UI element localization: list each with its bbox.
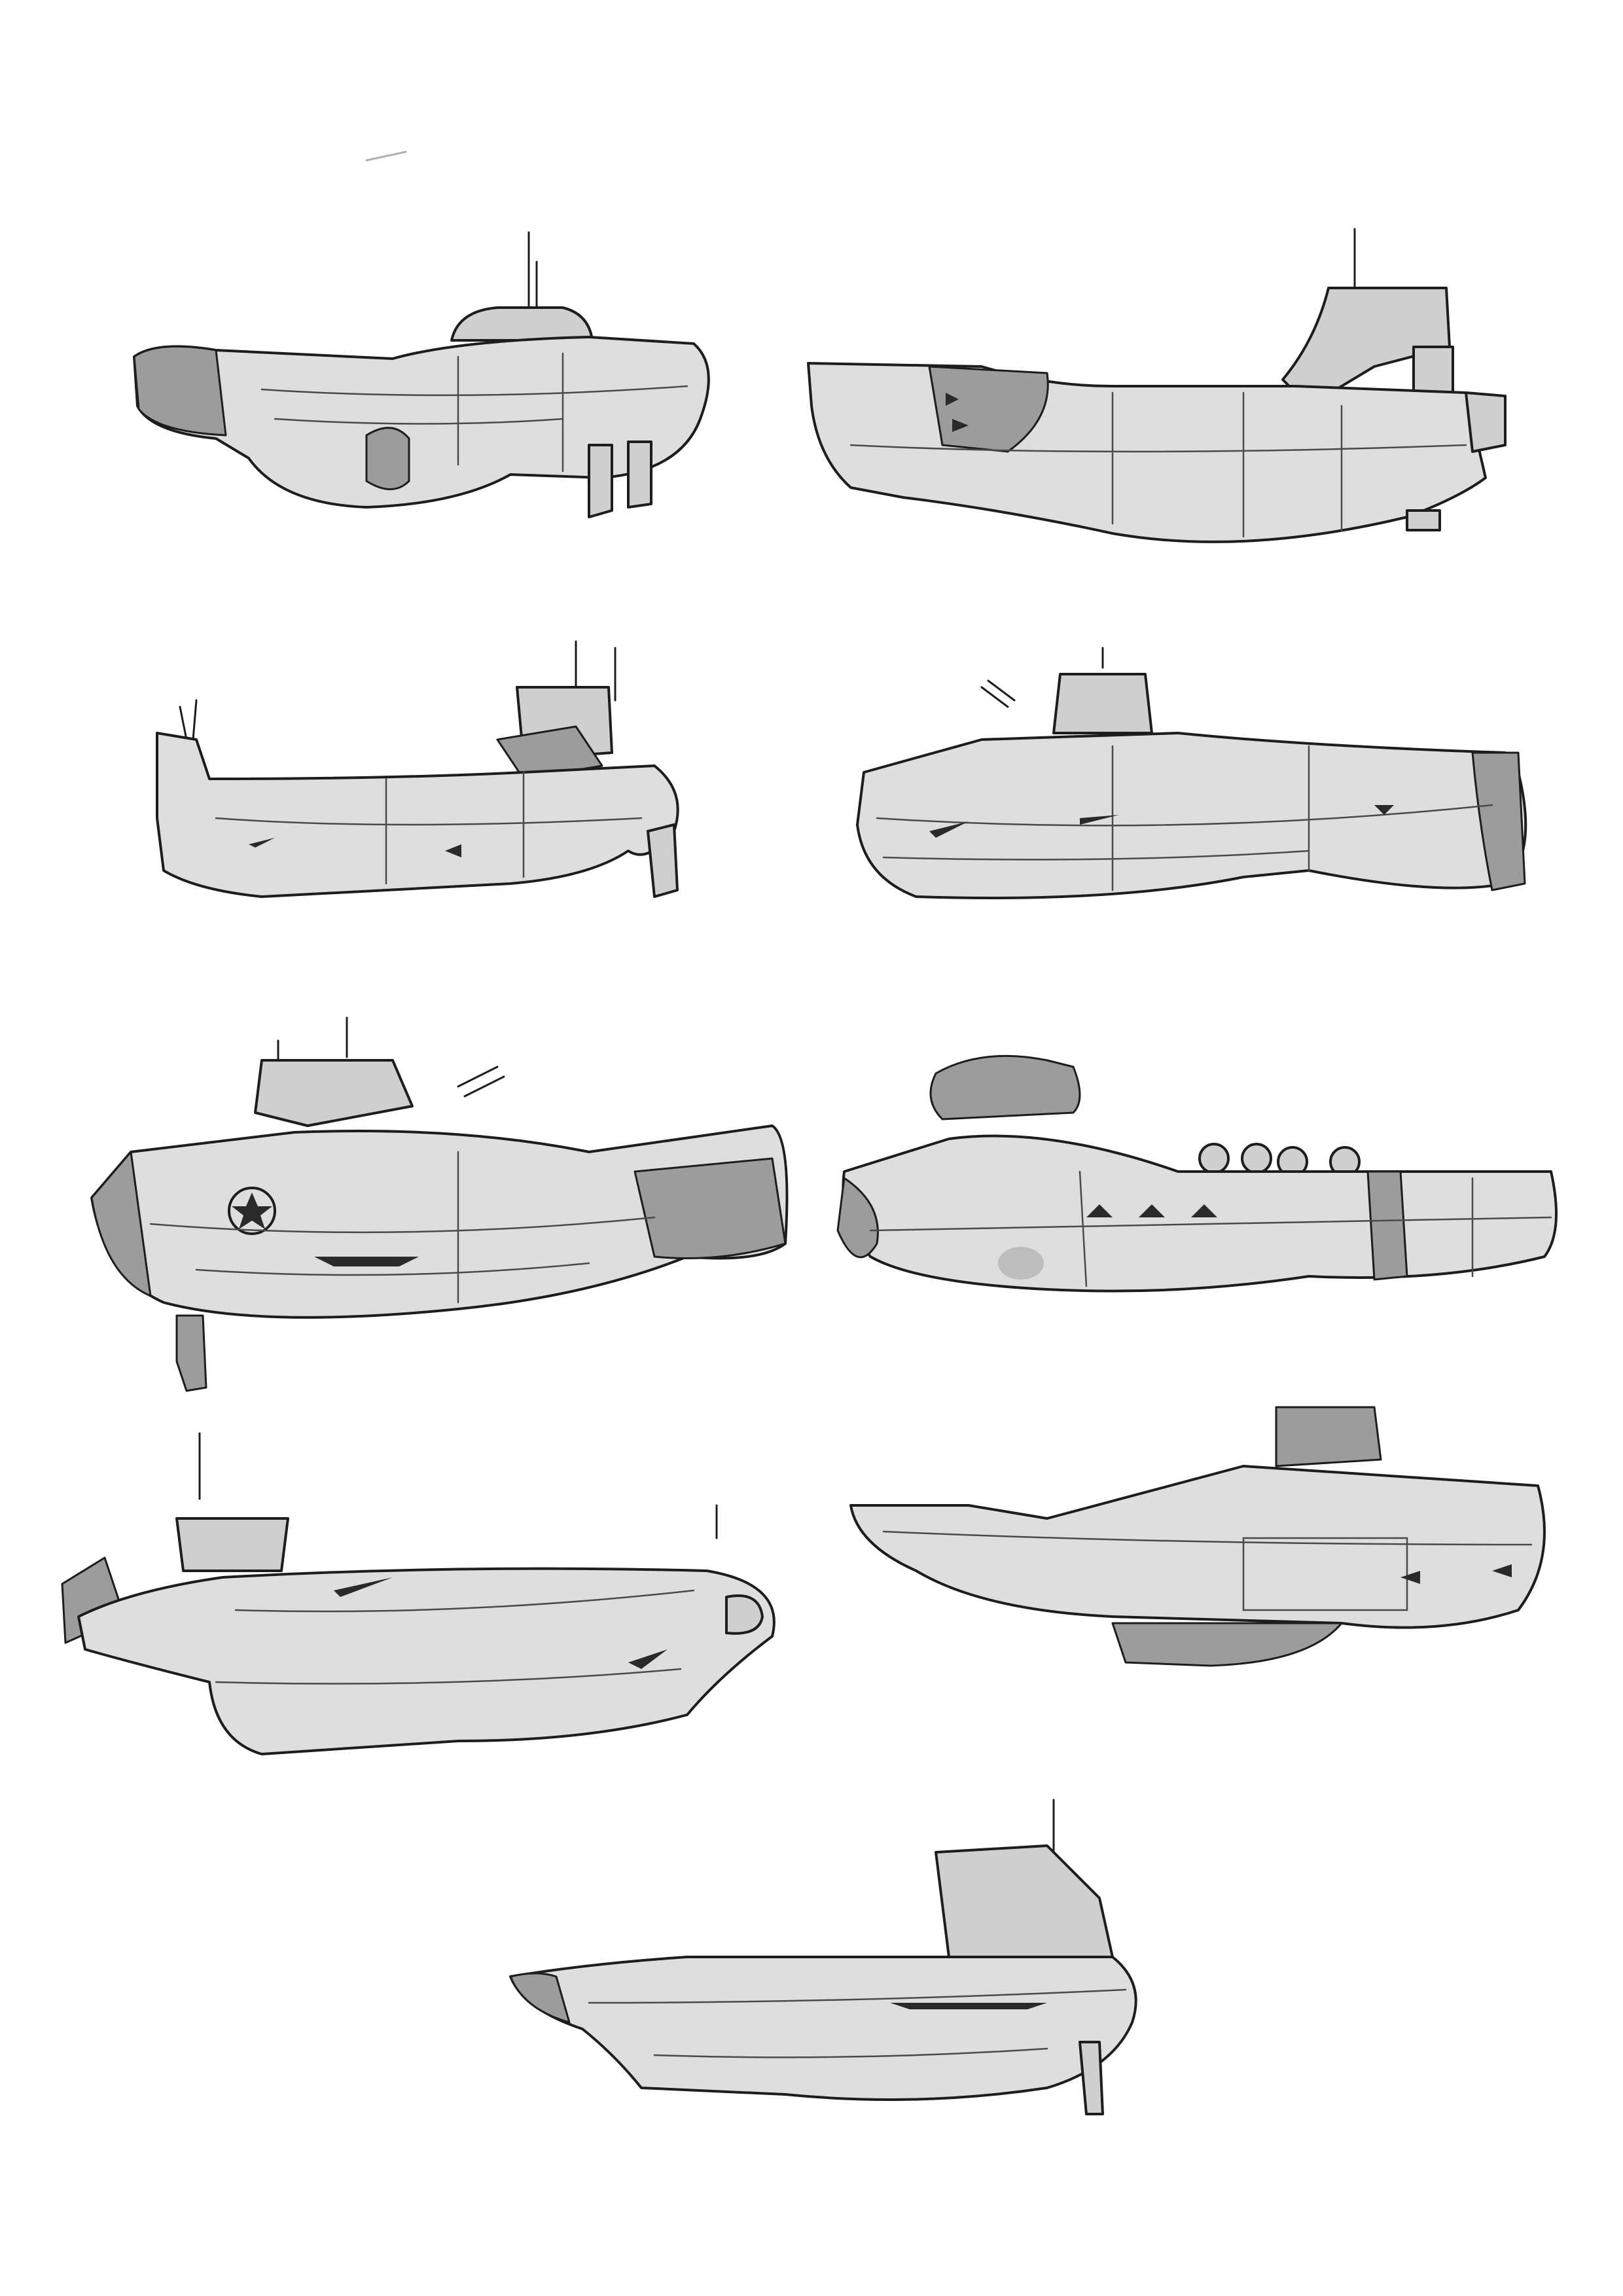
- hull: [807, 362, 1487, 543]
- conning-tower: [254, 1059, 414, 1127]
- hull: [856, 732, 1527, 899]
- submarine-sketch-1: [133, 231, 710, 518]
- antenna-mast: [198, 1432, 718, 1539]
- submarine-sketch-2: [807, 228, 1507, 543]
- conning-tower: [450, 306, 594, 342]
- stern-shade: [633, 1157, 787, 1259]
- stray-pencil-mark: [365, 151, 407, 162]
- hull: [133, 336, 710, 509]
- bow-mast: [179, 699, 198, 741]
- rear-fin: [627, 440, 652, 509]
- keel-bulge: [1111, 1622, 1343, 1667]
- hull: [849, 1465, 1546, 1629]
- submarine-sketch-7: [61, 1432, 776, 1755]
- hull: [156, 732, 679, 898]
- submarine-sketch-3: [156, 640, 679, 898]
- stern-rudder: [1079, 2041, 1104, 2115]
- hull-blotch: [998, 1247, 1044, 1280]
- antenna-mast: [527, 231, 538, 309]
- hull: [509, 1956, 1137, 2101]
- keel-fin: [647, 823, 679, 898]
- stern-fin: [1465, 391, 1507, 453]
- mid-band: [1366, 1170, 1408, 1281]
- star-emblem: [228, 1187, 276, 1235]
- bow-shade: [133, 345, 227, 437]
- bow-shade: [509, 1972, 571, 2024]
- rudder: [175, 1314, 207, 1392]
- submarine-sketch-8: [849, 1406, 1546, 1667]
- bow-shade: [90, 1151, 152, 1297]
- keel-fin: [1406, 509, 1441, 531]
- hull: [77, 1567, 776, 1755]
- side-intake: [928, 365, 1049, 453]
- dome-tower: [929, 1054, 1081, 1121]
- deck-guns: [980, 679, 1016, 708]
- turret-block: [1275, 1406, 1382, 1467]
- porthole: [725, 1594, 764, 1635]
- submarine-sketch-9: [509, 1799, 1137, 2115]
- rear-fin: [588, 444, 613, 518]
- round-hatch: [365, 427, 410, 490]
- gun-turrets: [496, 725, 603, 780]
- deck-cannons: [457, 1066, 505, 1098]
- conning-tower: [1281, 287, 1451, 407]
- hull: [90, 1124, 789, 1319]
- stern-hooks: [1471, 751, 1526, 891]
- bow-pod: [836, 1177, 879, 1259]
- bridge-tower: [1052, 673, 1153, 734]
- antenna-mast: [277, 1016, 348, 1062]
- submarine-sketch-4: [856, 647, 1527, 899]
- command-bridge: [935, 1844, 1114, 1958]
- submarine-sketch-5: [90, 1016, 789, 1392]
- submarine-sketch-6: [836, 1054, 1558, 1293]
- slim-tower: [175, 1517, 289, 1572]
